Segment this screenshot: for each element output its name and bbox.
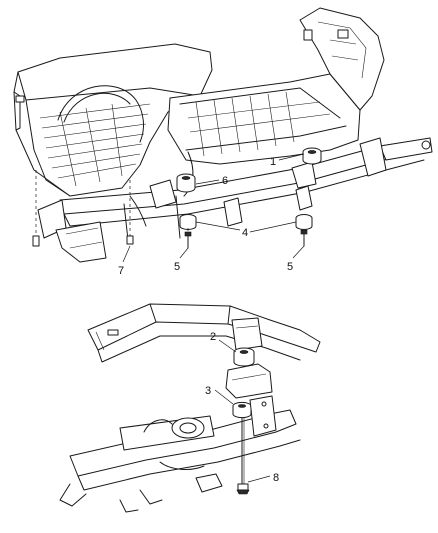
callout-leaders-top (122, 153, 305, 263)
mount-bolts-top (32, 170, 308, 249)
isolator-lower-rear (179, 214, 197, 230)
callout-6: 6 (222, 175, 228, 187)
frame-mount-bracket (225, 363, 273, 399)
truck-body-assembly (13, 7, 385, 197)
callout-5-right: 5 (287, 261, 293, 273)
callout-leaders-bottom (214, 339, 271, 483)
firewall-dash (299, 7, 385, 111)
callout-5-left: 5 (174, 261, 180, 273)
bolt-front (300, 229, 308, 247)
callout-1: 1 (270, 156, 276, 168)
cab-sill-rail (87, 303, 321, 353)
bolt-rear (184, 231, 192, 249)
isolator-lower-front (295, 214, 313, 230)
callout-7: 7 (118, 265, 124, 277)
detail-view (59, 303, 321, 513)
bed-floor-ribs (39, 103, 151, 187)
isolator-upper-cab-rear (176, 173, 196, 193)
callout-4: 4 (242, 227, 248, 239)
callout-8: 8 (273, 472, 279, 484)
callout-2: 2 (210, 331, 216, 343)
callout-3: 3 (205, 385, 211, 397)
isolator-lower-detail (232, 401, 252, 419)
isolator-upper-detail (233, 347, 255, 367)
isolator-upper-cab-front (302, 147, 322, 165)
floor-pan-ribs (187, 91, 331, 157)
frame-rail-top (37, 137, 433, 263)
wheel-arch (57, 85, 144, 143)
mount-bolt-detail (236, 417, 250, 495)
